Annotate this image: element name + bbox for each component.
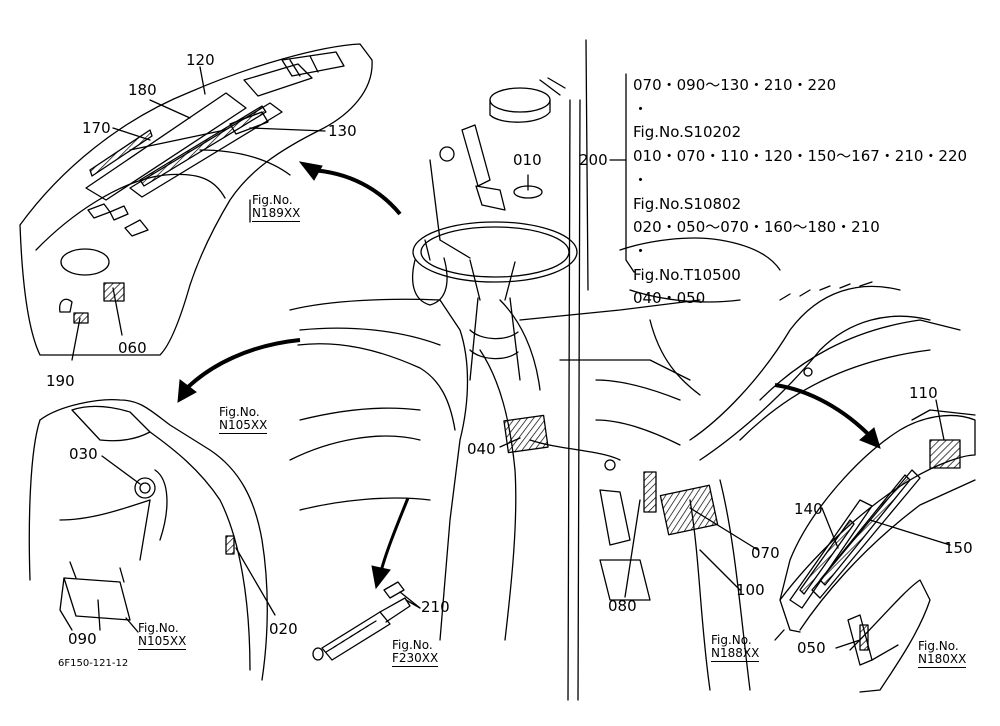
fig-ref-n188-label: Fig.No. [711,633,752,647]
callout-line: ・ [633,99,649,118]
tractor-body [289,39,961,701]
label-180: 180 [128,81,157,99]
callout-line: 010・070・110・120・150～167・210・220 [633,147,968,166]
label-020: 020 [269,620,298,638]
callout-line: 070・090～130・210・220 [633,76,837,94]
right-fender-panel [405,399,976,693]
fig-ref-n180-code: N180XX [918,652,967,668]
fig-ref-n105-top: Fig.No. N105XX [219,405,268,434]
damper-assembly [312,581,421,661]
label-060: 060 [118,339,147,357]
fig-ref-f230-label: Fig.No. [392,638,433,652]
fig-ref-n105-bottom-label: Fig.No. [138,621,179,635]
callout-line: Fig.No.T10500 [633,265,741,284]
fig-ref-n189-code: N189XX [252,206,301,222]
label-010: 010 [513,151,542,169]
label-090: 090 [68,630,97,648]
callout-line: Fig.No.S10202 [633,123,742,142]
fig-ref-n188: Fig.No. N188XX [711,633,760,662]
fig-ref-n189: Fig.No. N189XX [252,193,301,222]
group-callout-list: 070・090～130・210・220 ・ Fig.No.S10202 010・… [633,74,967,311]
label-210: 210 [421,598,450,616]
label-110: 110 [909,384,938,402]
left-fender [28,399,276,681]
fig-ref-f230-code: F230XX [392,651,439,667]
label-150: 150 [944,539,973,557]
label-080: 080 [608,597,637,615]
dashboard-panel [19,43,373,361]
exploded-view-arrows [177,161,881,590]
fig-ref-n105-bottom-code: N105XX [138,634,187,650]
label-120: 120 [186,51,215,69]
label-030: 030 [69,445,98,463]
callout-line: Fig.No.S10802 [633,194,742,213]
fig-ref-n105-top-code: N105XX [219,418,268,434]
callout-bracket [609,73,635,273]
fig-ref-f230: Fig.No. F230XX [392,638,439,667]
drawing-code: 6F150-121-12 [58,658,129,669]
fig-ref-n105-bottom: Fig.No. N105XX [138,621,187,650]
callout-line: 020・050～070・160～180・210 [633,218,880,237]
label-040: 040 [467,440,496,458]
label-050: 050 [797,639,826,657]
label-140: 140 [794,500,823,518]
label-070: 070 [751,544,780,562]
label-170: 170 [82,119,111,137]
fig-ref-n180-label: Fig.No. [918,639,959,653]
callout-line: ・ [633,170,649,189]
fig-ref-n189-label: Fig.No. [252,193,293,207]
fig-ref-n105-top-label: Fig.No. [219,405,260,419]
fig-ref-n188-code: N188XX [711,646,760,662]
label-190: 190 [46,372,75,390]
callout-line: ・ [633,241,649,260]
label-130: 130 [328,122,357,140]
label-100: 100 [736,581,765,599]
label-200: 200 [579,151,608,169]
callout-line: 040・050 [633,289,706,308]
fig-ref-n180: Fig.No. N180XX [918,639,967,668]
